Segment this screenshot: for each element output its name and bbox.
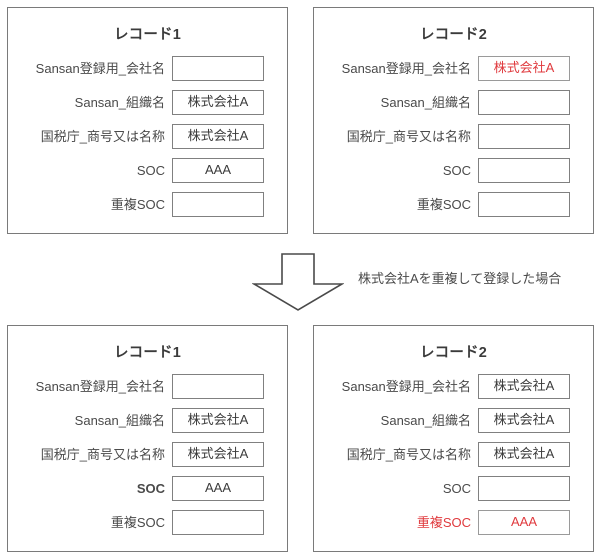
field-row-dup-soc: 重複SOC <box>20 192 287 217</box>
field-label: Sansan登録用_会社名 <box>35 61 165 76</box>
field-value-box[interactable] <box>478 90 570 115</box>
field-label: SOC <box>442 481 471 496</box>
field-label: Sansan_組織名 <box>74 95 165 110</box>
field-row-dup-soc: 重複SOC <box>326 192 593 217</box>
field-value-box[interactable]: AAA <box>172 158 264 183</box>
field-value-box[interactable] <box>172 56 264 81</box>
field-label: Sansan_組織名 <box>74 413 165 428</box>
field-row-soc: SOC <box>326 476 593 501</box>
panel-after-record-2: レコード2 Sansan登録用_会社名 株式会社A Sansan_組織名 株式会… <box>313 325 594 552</box>
field-row-soc: SOC <box>326 158 593 183</box>
field-value-box[interactable] <box>172 192 264 217</box>
field-row-dup-soc: 重複SOC <box>20 510 287 535</box>
field-value-box[interactable]: 株式会社A <box>172 90 264 115</box>
field-row-sansan-company: Sansan登録用_会社名 <box>20 56 287 81</box>
field-value-box[interactable]: 株式会社A <box>478 408 570 433</box>
field-row-nta-name: 国税庁_商号又は名称 株式会社A <box>20 442 287 467</box>
field-value-box[interactable]: 株式会社A <box>172 408 264 433</box>
field-value-box[interactable] <box>172 374 264 399</box>
field-row-sansan-org: Sansan_組織名 株式会社A <box>20 408 287 433</box>
field-value-box[interactable] <box>172 510 264 535</box>
field-row-sansan-company: Sansan登録用_会社名 株式会社A <box>326 374 593 399</box>
field-row-sansan-org: Sansan_組織名 株式会社A <box>20 90 287 115</box>
field-value-box[interactable] <box>478 192 570 217</box>
field-label: Sansan_組織名 <box>380 95 471 110</box>
field-list: Sansan登録用_会社名 Sansan_組織名 株式会社A 国税庁_商号又は名… <box>8 56 287 217</box>
panel-after-record-1: レコード1 Sansan登録用_会社名 Sansan_組織名 株式会社A 国税庁… <box>7 325 288 552</box>
field-row-nta-name: 国税庁_商号又は名称 株式会社A <box>326 442 593 467</box>
transition-caption: 株式会社Aを重複して登録した場合 <box>358 271 562 286</box>
field-row-sansan-company: Sansan登録用_会社名 <box>20 374 287 399</box>
field-list: Sansan登録用_会社名 株式会社A Sansan_組織名 国税庁_商号又は名… <box>314 56 593 217</box>
field-value-box[interactable]: 株式会社A <box>478 56 570 81</box>
field-row-soc: SOC AAA <box>20 476 287 501</box>
field-label: 重複SOC <box>416 515 471 530</box>
panel-title: レコード1 <box>113 27 182 43</box>
panel-title: レコード2 <box>419 27 488 43</box>
field-label: 国税庁_商号又は名称 <box>346 447 471 462</box>
field-row-dup-soc: 重複SOC AAA <box>326 510 593 535</box>
field-label: 重複SOC <box>110 197 165 212</box>
field-label: SOC <box>136 481 165 496</box>
field-row-soc: SOC AAA <box>20 158 287 183</box>
field-value-box[interactable]: AAA <box>172 476 264 501</box>
field-row-sansan-company: Sansan登録用_会社名 株式会社A <box>326 56 593 81</box>
field-value-box[interactable]: 株式会社A <box>478 374 570 399</box>
field-list: Sansan登録用_会社名 Sansan_組織名 株式会社A 国税庁_商号又は名… <box>8 374 287 535</box>
field-value-box[interactable]: 株式会社A <box>172 124 264 149</box>
field-label: 重複SOC <box>110 515 165 530</box>
field-value-box[interactable] <box>478 124 570 149</box>
field-label: SOC <box>136 163 165 178</box>
panel-before-record-1: レコード1 Sansan登録用_会社名 Sansan_組織名 株式会社A 国税庁… <box>7 7 288 234</box>
field-value-box[interactable]: 株式会社A <box>478 442 570 467</box>
field-row-nta-name: 国税庁_商号又は名称 株式会社A <box>20 124 287 149</box>
field-label: Sansan登録用_会社名 <box>341 379 471 394</box>
field-label: Sansan登録用_会社名 <box>341 61 471 76</box>
field-label: Sansan登録用_会社名 <box>35 379 165 394</box>
field-label: 国税庁_商号又は名称 <box>40 129 165 144</box>
field-row-sansan-org: Sansan_組織名 株式会社A <box>326 408 593 433</box>
field-label: 国税庁_商号又は名称 <box>40 447 165 462</box>
field-label: Sansan_組織名 <box>380 413 471 428</box>
panel-before-record-2: レコード2 Sansan登録用_会社名 株式会社A Sansan_組織名 国税庁… <box>313 7 594 234</box>
down-arrow-icon <box>251 252 345 312</box>
field-value-box[interactable]: 株式会社A <box>172 442 264 467</box>
field-label: SOC <box>442 163 471 178</box>
field-value-box[interactable] <box>478 158 570 183</box>
field-list: Sansan登録用_会社名 株式会社A Sansan_組織名 株式会社A 国税庁… <box>314 374 593 535</box>
field-label: 国税庁_商号又は名称 <box>346 129 471 144</box>
panel-title: レコード2 <box>419 345 488 361</box>
field-row-nta-name: 国税庁_商号又は名称 <box>326 124 593 149</box>
field-value-box[interactable]: AAA <box>478 510 570 535</box>
field-value-box[interactable] <box>478 476 570 501</box>
panel-title: レコード1 <box>113 345 182 361</box>
field-label: 重複SOC <box>416 197 471 212</box>
field-row-sansan-org: Sansan_組織名 <box>326 90 593 115</box>
